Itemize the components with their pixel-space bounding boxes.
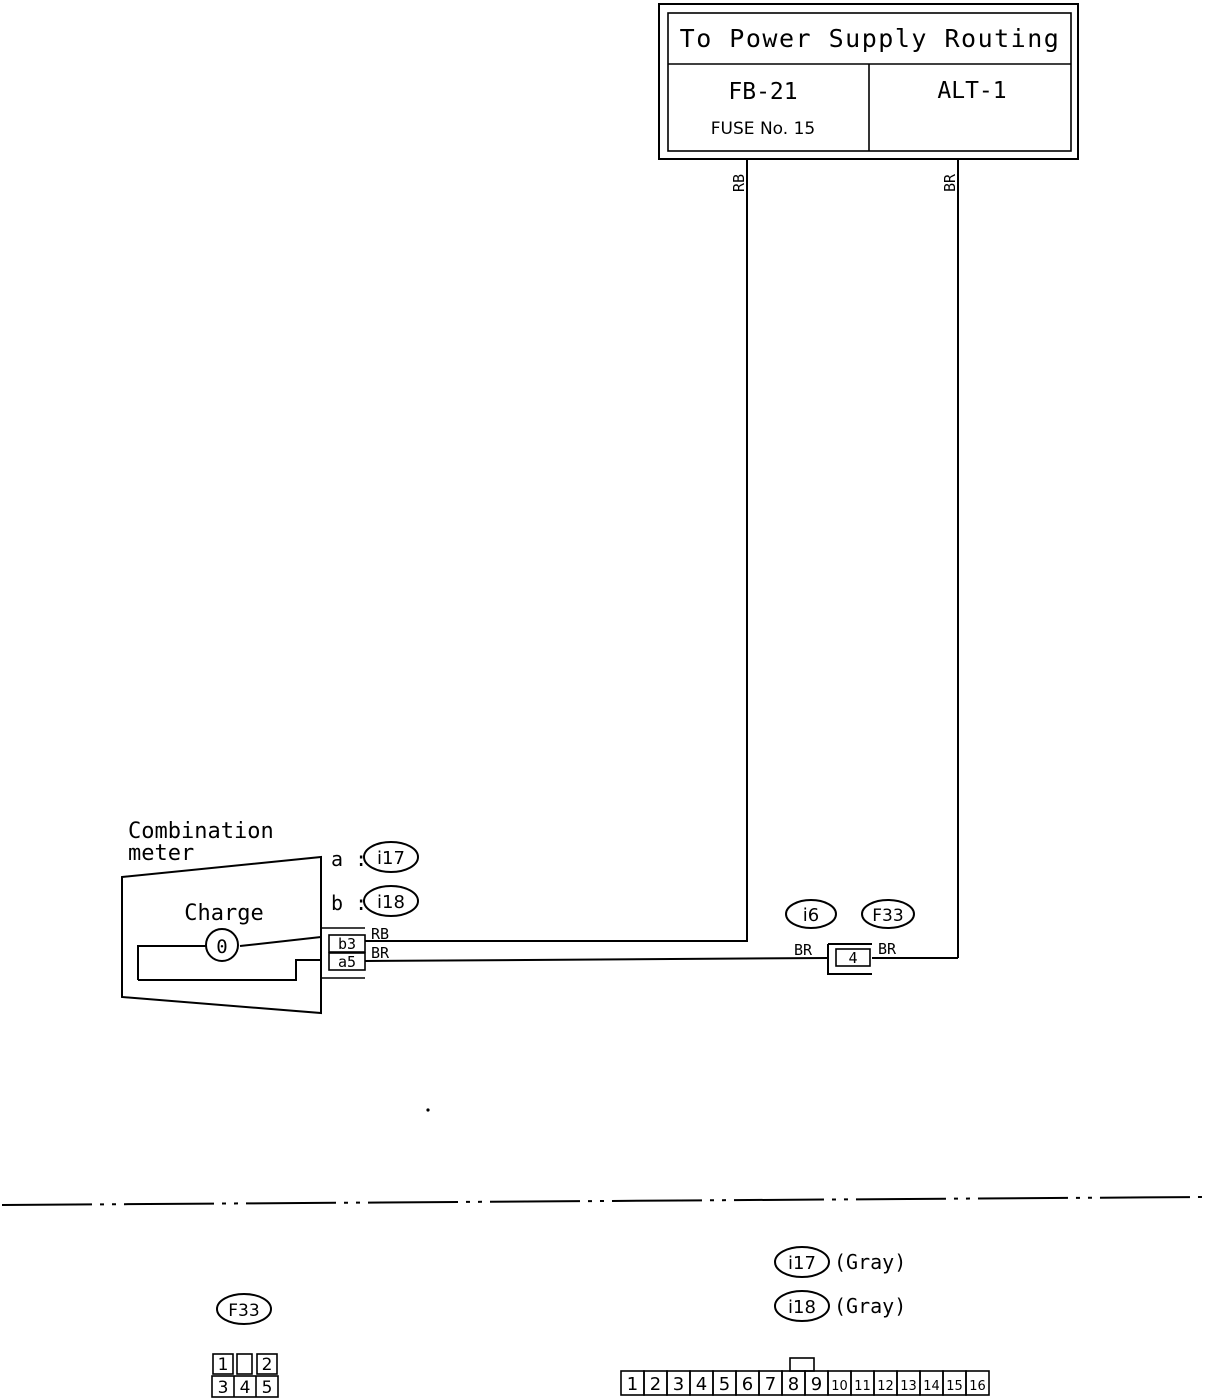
f33-pin-5: 5 [262,1378,273,1398]
i17-view-label: i17 [788,1253,816,1274]
pin-b3-box [328,934,366,953]
i18-view-label: i18 [788,1297,816,1318]
f33-pin-2: 2 [262,1355,273,1375]
i-pin-label: 12 [877,1379,894,1394]
conn-a-prefix: a : [331,847,367,871]
wire-label-rb-vertical: RB [730,174,748,192]
i-pin-label: 9 [811,1374,822,1395]
connector-f33-view: F33 1 2 3 4 5 [211,1293,279,1398]
charge-lamp-icon [205,928,239,962]
i-pin-label: 15 [946,1379,963,1394]
wire-label-br-i6: BR [794,941,813,959]
conn-i6-badge [785,899,837,929]
fuse-label: FUSE No. 15 [711,119,815,139]
junction-pin-4: 4 [848,949,857,967]
pin-b3-label: b3 [338,935,356,953]
f33-pin-4: 4 [240,1378,251,1398]
f33-pin-1: 1 [218,1355,229,1375]
i-pin-label: 5 [719,1374,730,1395]
wire-label-br-f33: BR [878,940,897,958]
meter-wires: RB BR [364,925,829,962]
pin-a5-label: a5 [338,953,356,971]
conn-i17-label: i17 [377,848,405,869]
separator-line [1,1196,1205,1206]
gauge-label: Charge [184,901,263,926]
i-pin-label: 7 [765,1374,776,1395]
i-pin-cell [965,1370,990,1396]
i18-view-color: (Gray) [834,1294,906,1318]
i-pin-label: 13 [900,1379,917,1394]
i-pin-label: 2 [650,1374,661,1395]
junction-connector: i6 F33 BR BR 4 [785,899,958,975]
charge-lamp-symbol: 0 [216,936,227,958]
i-pin-label: 16 [969,1379,986,1394]
i-pin-label: 10 [831,1379,848,1394]
conn-i6-label: i6 [803,905,819,926]
conn-b-prefix: b : [331,891,367,915]
conn-f33-badge [861,899,915,929]
i17-view-color: (Gray) [834,1250,906,1274]
i-pin-label: 3 [673,1374,684,1395]
wire-label-rb-meter: RB [371,925,389,943]
i-pin-label: 4 [696,1374,707,1395]
f33-view-badge [216,1293,272,1325]
i-pin-label: 14 [923,1379,940,1394]
vertical-wires: RB BR [730,159,959,958]
i-pin-label: 11 [854,1379,871,1394]
conn-i18-label: i18 [377,892,405,913]
combination-meter: Combination meter Charge 0 b3 a5 a : i17… [121,819,419,1015]
conn-i17-badge [363,841,419,873]
meter-title-line1: Combination [128,819,274,844]
i-pin-label: 6 [742,1374,753,1395]
meter-title-line2: meter [128,841,194,866]
i-pin-label: 1 [627,1374,638,1395]
f33-pin-3: 3 [218,1378,229,1398]
conn-i18-badge [363,885,419,917]
wire-label-br-meter: BR [371,944,390,962]
conn-f33-label: F33 [872,906,903,926]
pin-a5-box [328,952,366,971]
power-supply-box: To Power Supply Routing FB-21 FUSE No. 1… [658,3,1079,160]
fb21-label: FB-21 [728,79,797,105]
i17-view-badge [774,1246,830,1278]
i-pin-label: 8 [788,1374,799,1395]
wire-label-br-vertical: BR [941,173,959,192]
i18-view-badge [774,1290,830,1322]
alt1-label: ALT-1 [937,78,1006,104]
f33-view-label: F33 [228,1301,259,1321]
power-box-title: To Power Supply Routing [680,24,1061,53]
